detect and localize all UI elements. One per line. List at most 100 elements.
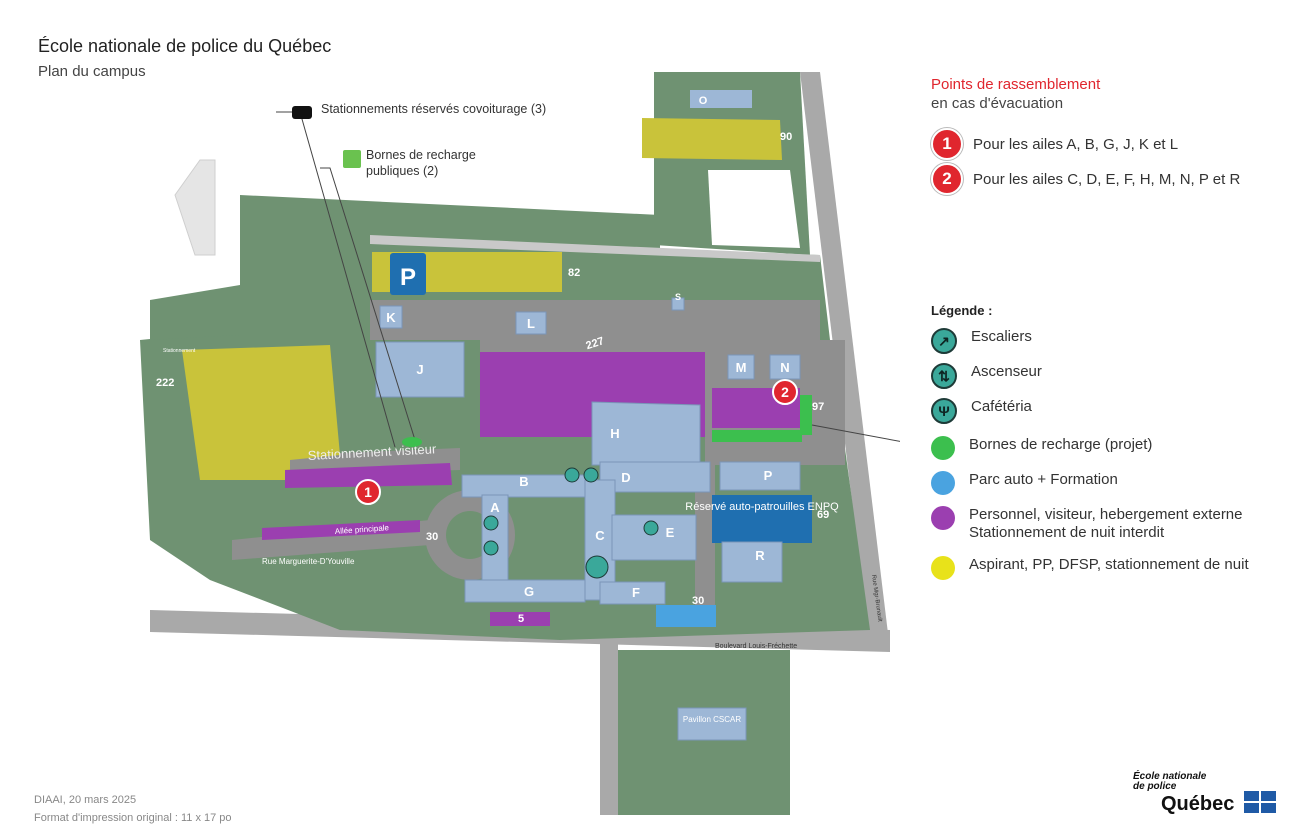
building-l (515, 311, 547, 335)
road-central-south (695, 465, 715, 615)
label-visitor-parking: Stationnement visiteur (307, 441, 437, 463)
label-o: O (699, 95, 708, 107)
assembly-badge-1: 1 (931, 128, 963, 160)
assembly-subtitle: en cas d'évacuation (931, 95, 1064, 112)
building-k (379, 305, 403, 329)
label-bd-frechette: Boulevard Louis-Fréchette (715, 643, 797, 650)
car-icon (292, 106, 312, 119)
label-e: E (666, 525, 675, 540)
assembly-badge-2: 2 (931, 163, 963, 195)
building-o-lot (690, 90, 752, 108)
legend-zone-cadet-label: Aspirant, PP, DFSP, stationnement de nui… (969, 556, 1249, 573)
stairs-icon: ↗ (931, 328, 957, 354)
label-r: R (755, 548, 765, 563)
road-k-l (370, 300, 820, 340)
callout-carpool: Stationnements réservés covoiturage (3) (321, 102, 547, 116)
count-30-south: 30 (692, 595, 704, 607)
legend-swatch-purple (931, 506, 955, 530)
count-69: 69 (817, 509, 829, 521)
page-title: École nationale de police du Québec (38, 36, 332, 56)
legend-zone-staff-label: Personnel, visiteur, hebergement externe… (969, 506, 1243, 541)
road-north-internal (370, 235, 820, 262)
label-f: F (632, 585, 640, 600)
legend-swatch-blue (931, 471, 955, 495)
legend-zone-cadet: Aspirant, PP, DFSP, stationnement de nui… (931, 556, 1249, 580)
building-h (591, 401, 701, 466)
assembly-label-1: Pour les ailes A, B, G, J, K et L (973, 135, 1179, 153)
label-n: N (780, 360, 789, 375)
label-s: S (675, 292, 681, 302)
logo-org-line2: de police (1133, 781, 1177, 792)
count-222: 222 (156, 377, 174, 389)
legend-zone-staff: Personnel, visiteur, hebergement externe… (931, 506, 1261, 542)
parking-sign (390, 253, 426, 295)
legend-zone-fleet-label: Parc auto + Formation (969, 471, 1118, 488)
building-p (719, 461, 801, 491)
elevator-icon (583, 467, 599, 483)
lot-5 (490, 612, 550, 626)
label-k: K (386, 310, 396, 325)
stairs-icon (483, 515, 499, 531)
legend-zone-ev: Bornes de recharge (projet) (931, 436, 1152, 460)
legend-zone-fleet: Parc auto + Formation (931, 471, 1118, 495)
label-j: J (416, 362, 423, 377)
campus-map: P J H D B A G C E F P R K L M N O S 90 8… (140, 72, 900, 815)
building-external (174, 159, 216, 256)
label-pavilion: Pavillon CSCAR (683, 715, 741, 724)
count-97: 97 (812, 401, 824, 413)
legend-stairs-label: Escaliers (971, 328, 1032, 345)
assembly-point-1: 1 Pour les ailes A, B, G, J, K et L (931, 128, 1178, 160)
assembly-point-2: 2 Pour les ailes C, D, E, F, H, M, N, P … (931, 163, 1240, 195)
assembly-point-1-marker: 1 (355, 479, 381, 505)
lot-30 (656, 605, 716, 627)
label-h: H (610, 426, 619, 441)
legend-swatch-green (931, 436, 955, 460)
lot-ev-east (800, 395, 812, 435)
logo-org-line1: École nationale (1133, 771, 1207, 782)
assembly-title: Points de rassemblement (931, 76, 1101, 93)
callout-charging: Bornes de recharge publiques (2) (366, 148, 476, 178)
legend-stairs: ↗ Escaliers (931, 328, 1032, 354)
legend-cafeteria: Ψ Cafétéria (931, 398, 1032, 424)
building-j (375, 341, 465, 398)
building-m (727, 354, 755, 380)
label-g: G (524, 584, 534, 599)
lot-222 (182, 345, 340, 480)
ev-charger-marker (402, 437, 422, 447)
building-cscar (677, 707, 747, 741)
count-30-alley: 30 (426, 531, 438, 543)
cafeteria-icon: Ψ (931, 398, 957, 424)
charging-station-icon (343, 150, 361, 168)
building-a (481, 494, 509, 586)
label-d: D (621, 470, 630, 485)
label-p: P (764, 468, 773, 483)
footer-date: DIAAI, 20 mars 2025 (34, 794, 137, 806)
assembly-point-2-map-number: 2 (781, 384, 789, 400)
legend-cafeteria-label: Cafétéria (971, 398, 1032, 415)
assembly-point-2-marker: 2 (772, 379, 798, 405)
label-c: C (595, 528, 605, 543)
lot-main-alley (262, 520, 420, 540)
assembly-label-2: Pour les ailes C, D, E, F, H, M, N, P et… (973, 170, 1241, 188)
label-l: L (527, 316, 535, 331)
label-a: A (490, 500, 500, 515)
legend-elevator-label: Ascenseur (971, 363, 1042, 380)
label-reserved: Réservé auto-patrouilles ENPQ (685, 501, 839, 513)
building-r (721, 541, 783, 583)
leader-ev-project (811, 424, 900, 442)
lot-reserved (712, 495, 812, 543)
label-b: B (519, 474, 528, 489)
footer-format: Format d'impression original : 11 x 17 p… (34, 812, 232, 824)
legend-swatch-yellow (931, 556, 955, 580)
lot-ev (712, 430, 802, 442)
grass-west (150, 285, 240, 340)
building-d (599, 461, 711, 493)
lot-90 (642, 118, 782, 160)
legend-title: Légende : (931, 303, 993, 318)
label-m: M (736, 360, 747, 375)
field-north (708, 170, 800, 248)
label-main-alley: Allée principale (335, 523, 390, 536)
logo-brand: Québec (1161, 793, 1235, 815)
leader-charging (320, 167, 416, 441)
legend-elevator: ⇅ Ascenseur (931, 363, 1042, 389)
